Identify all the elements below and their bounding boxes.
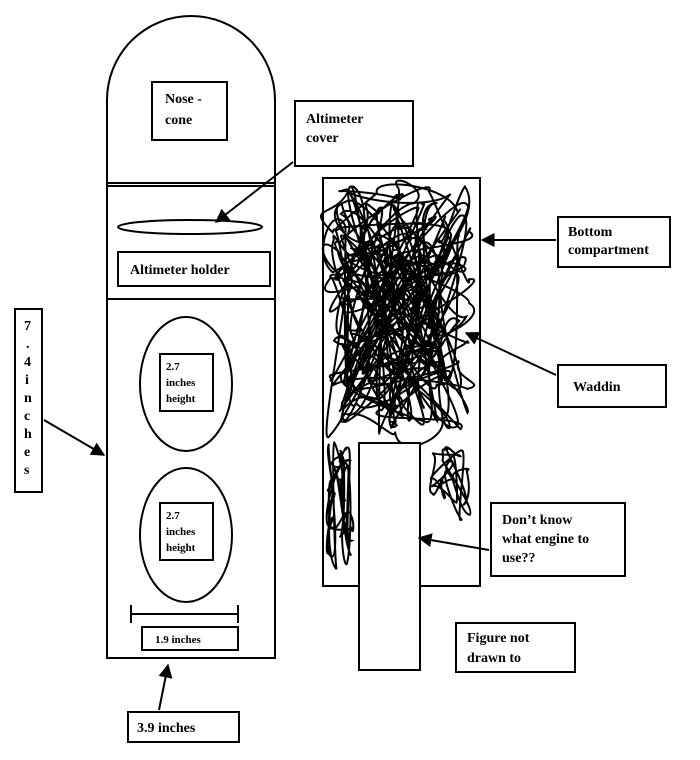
figure-note-line2: drawn to xyxy=(467,651,521,666)
wadding-scribble xyxy=(319,179,476,571)
parachute-2-label-box xyxy=(159,502,214,561)
altimeter-cover-shape xyxy=(117,219,263,235)
length-char-4: n xyxy=(24,391,32,406)
length-char-7: e xyxy=(24,445,30,460)
wadding-label-box xyxy=(557,364,667,408)
parachute-2-shape xyxy=(139,467,233,603)
bottom-compartment-label-box xyxy=(557,216,671,268)
outer-width-label-box xyxy=(127,711,240,743)
nose-cone-label-line2: cone xyxy=(165,113,192,128)
parachute-2-label-line1: 2.7 xyxy=(166,510,180,522)
engine-label-line1: Don’t know xyxy=(502,513,573,528)
body-tube xyxy=(106,182,276,659)
inner-width-label-box xyxy=(141,626,239,651)
length-char-6: h xyxy=(24,427,32,442)
length-char-8: s xyxy=(24,463,30,478)
engine-label-box xyxy=(490,502,626,577)
nose-cone-label-box xyxy=(151,81,228,141)
altimeter-cover-label-line1: Altimeter xyxy=(306,112,364,127)
parachute-1-label-line3: height xyxy=(166,393,196,405)
length-char-1: . xyxy=(26,337,30,352)
bottom-compartment-label-line2: compartment xyxy=(568,243,649,258)
outer-width-label: 3.9 inches xyxy=(137,721,196,736)
engine-label-line3: use?? xyxy=(502,551,535,566)
altimeter-holder-label: Altimeter holder xyxy=(130,263,230,278)
parachute-2-label-line2: inches xyxy=(166,526,196,538)
altimeter-holder-box xyxy=(117,251,271,287)
bottom-compartment-label-line1: Bottom xyxy=(568,225,613,240)
outer-width-arrow xyxy=(158,663,173,711)
parachute-1-shape xyxy=(139,316,233,452)
length-char-0: 7 xyxy=(24,319,31,334)
length-arrow xyxy=(43,419,106,456)
nose-cone-label-line1: Nose - xyxy=(165,92,202,107)
wadding-strand xyxy=(429,446,472,521)
length-char-2: 4 xyxy=(24,355,31,370)
parachute-2-label-line3: height xyxy=(166,542,196,554)
engine-arrow xyxy=(417,533,490,551)
parachute-1-label-line1: 2.7 xyxy=(166,361,180,373)
parachute-1-label-line2: inches xyxy=(166,377,196,389)
length-char-5: c xyxy=(24,409,30,424)
engine-tube xyxy=(358,442,421,671)
altimeter-cover-arrow xyxy=(214,161,294,223)
wadding-strand xyxy=(325,440,355,571)
wadding-label: Waddin xyxy=(573,380,621,395)
figure-note-box xyxy=(455,622,576,673)
length-label-box xyxy=(14,308,43,493)
altimeter-cover-label-box xyxy=(294,100,414,167)
figure-note-line1: Figure not xyxy=(467,631,530,646)
altimeter-cover-label-line2: cover xyxy=(306,131,339,146)
parachute-1-label-box xyxy=(159,353,214,412)
length-char-3: i xyxy=(25,373,29,388)
wadding-strand xyxy=(319,179,476,447)
engine-label-line2: what engine to xyxy=(502,532,589,547)
wadding-arrow xyxy=(464,331,557,376)
inner-width-label: 1.9 inches xyxy=(155,634,202,646)
